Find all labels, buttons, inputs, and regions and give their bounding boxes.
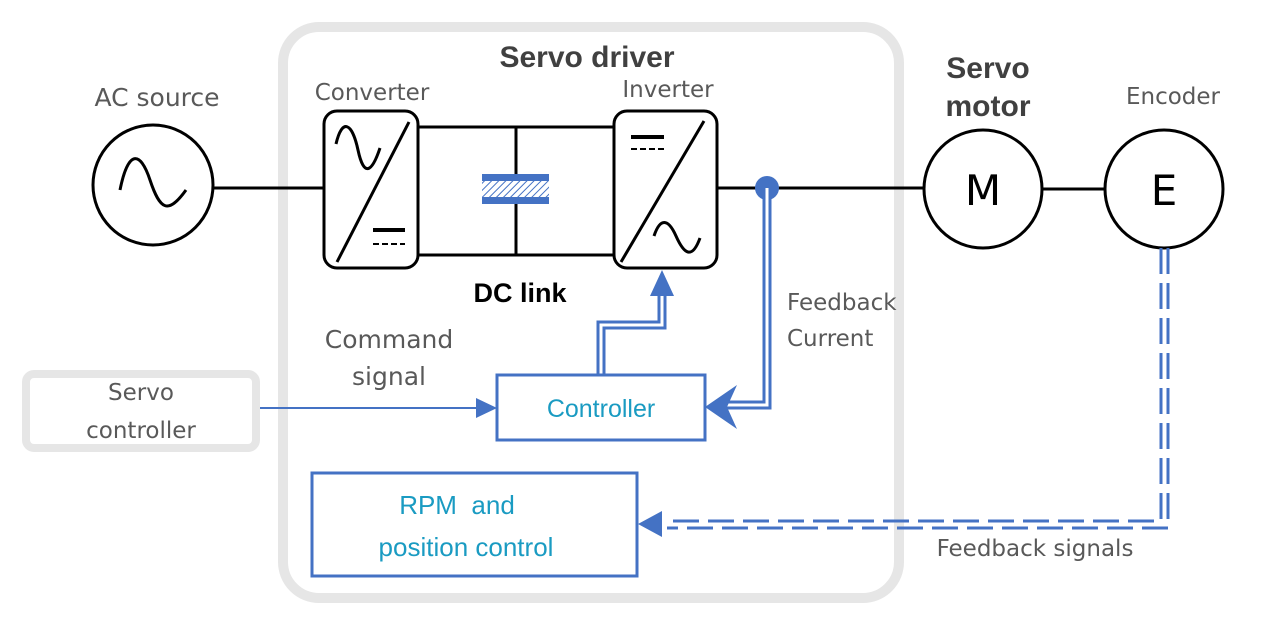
rpm-position-control-box — [310, 471, 639, 578]
servo-driver-title: Servo driver — [499, 41, 674, 74]
feedback-signals-arrowhead — [638, 511, 662, 537]
controller-label: Controller — [547, 395, 655, 423]
encoder-symbol: E — [1151, 166, 1178, 215]
rpm-position-control-block[interactable]: RPM and position control — [310, 471, 639, 578]
servo-motor[interactable]: M — [922, 128, 1044, 250]
ac-source[interactable] — [91, 123, 215, 247]
command-signal-arrowhead — [476, 398, 497, 418]
encoder[interactable]: E — [1103, 128, 1225, 250]
dc-link — [418, 125, 614, 257]
servo-driver-frame — [278, 22, 904, 603]
servo-motor-label-1: Servo — [946, 52, 1029, 85]
command-signal-label-2: signal — [352, 362, 426, 391]
motor-symbol: M — [965, 166, 1001, 215]
servo-controller-box[interactable] — [22, 370, 260, 452]
feedback-signals-path — [638, 248, 1170, 537]
servo-motor-label-2: motor — [946, 90, 1031, 123]
feedback-current-label-1: Feedback — [787, 290, 897, 316]
gate-signal-arrowhead — [650, 270, 674, 296]
feedback-signals-label: Feedback signals — [937, 536, 1134, 562]
feedback-current-path — [705, 188, 772, 429]
converter-diagonal — [335, 121, 411, 263]
controller-block[interactable]: Controller — [495, 373, 707, 442]
feedback-current-arrowhead — [705, 385, 737, 429]
command-signal-label-1: Command — [325, 325, 454, 354]
encoder-circle — [1103, 128, 1225, 250]
dc-link-label: DC link — [473, 278, 567, 308]
converter-dc-icon — [373, 228, 405, 245]
converter-label: Converter — [315, 80, 430, 106]
converter-block[interactable] — [322, 109, 420, 270]
inverter-ac-sine-icon — [652, 221, 702, 254]
command-signal-path — [260, 398, 497, 418]
control-to-inverter-path — [596, 270, 674, 375]
encoder-label: Encoder — [1126, 84, 1221, 110]
converter-ac-sine-icon — [334, 125, 382, 170]
inverter-box — [612, 109, 719, 270]
feedback-current-label-2: Current — [787, 326, 873, 352]
ac-source-label: AC source — [94, 83, 219, 112]
inverter-block[interactable] — [612, 109, 719, 270]
inverter-label: Inverter — [622, 77, 714, 103]
servo-controller-label-2: controller — [86, 418, 196, 444]
rpm-label-2: position control — [379, 532, 554, 562]
capacitor-icon — [482, 174, 549, 204]
servo-controller-label-1: Servo — [108, 380, 174, 406]
sine-wave-icon — [118, 157, 188, 208]
inverter-diagonal — [619, 120, 706, 263]
controller-box — [495, 373, 707, 442]
rpm-label-1: RPM and — [399, 490, 515, 520]
inverter-dc-icon — [631, 135, 664, 150]
